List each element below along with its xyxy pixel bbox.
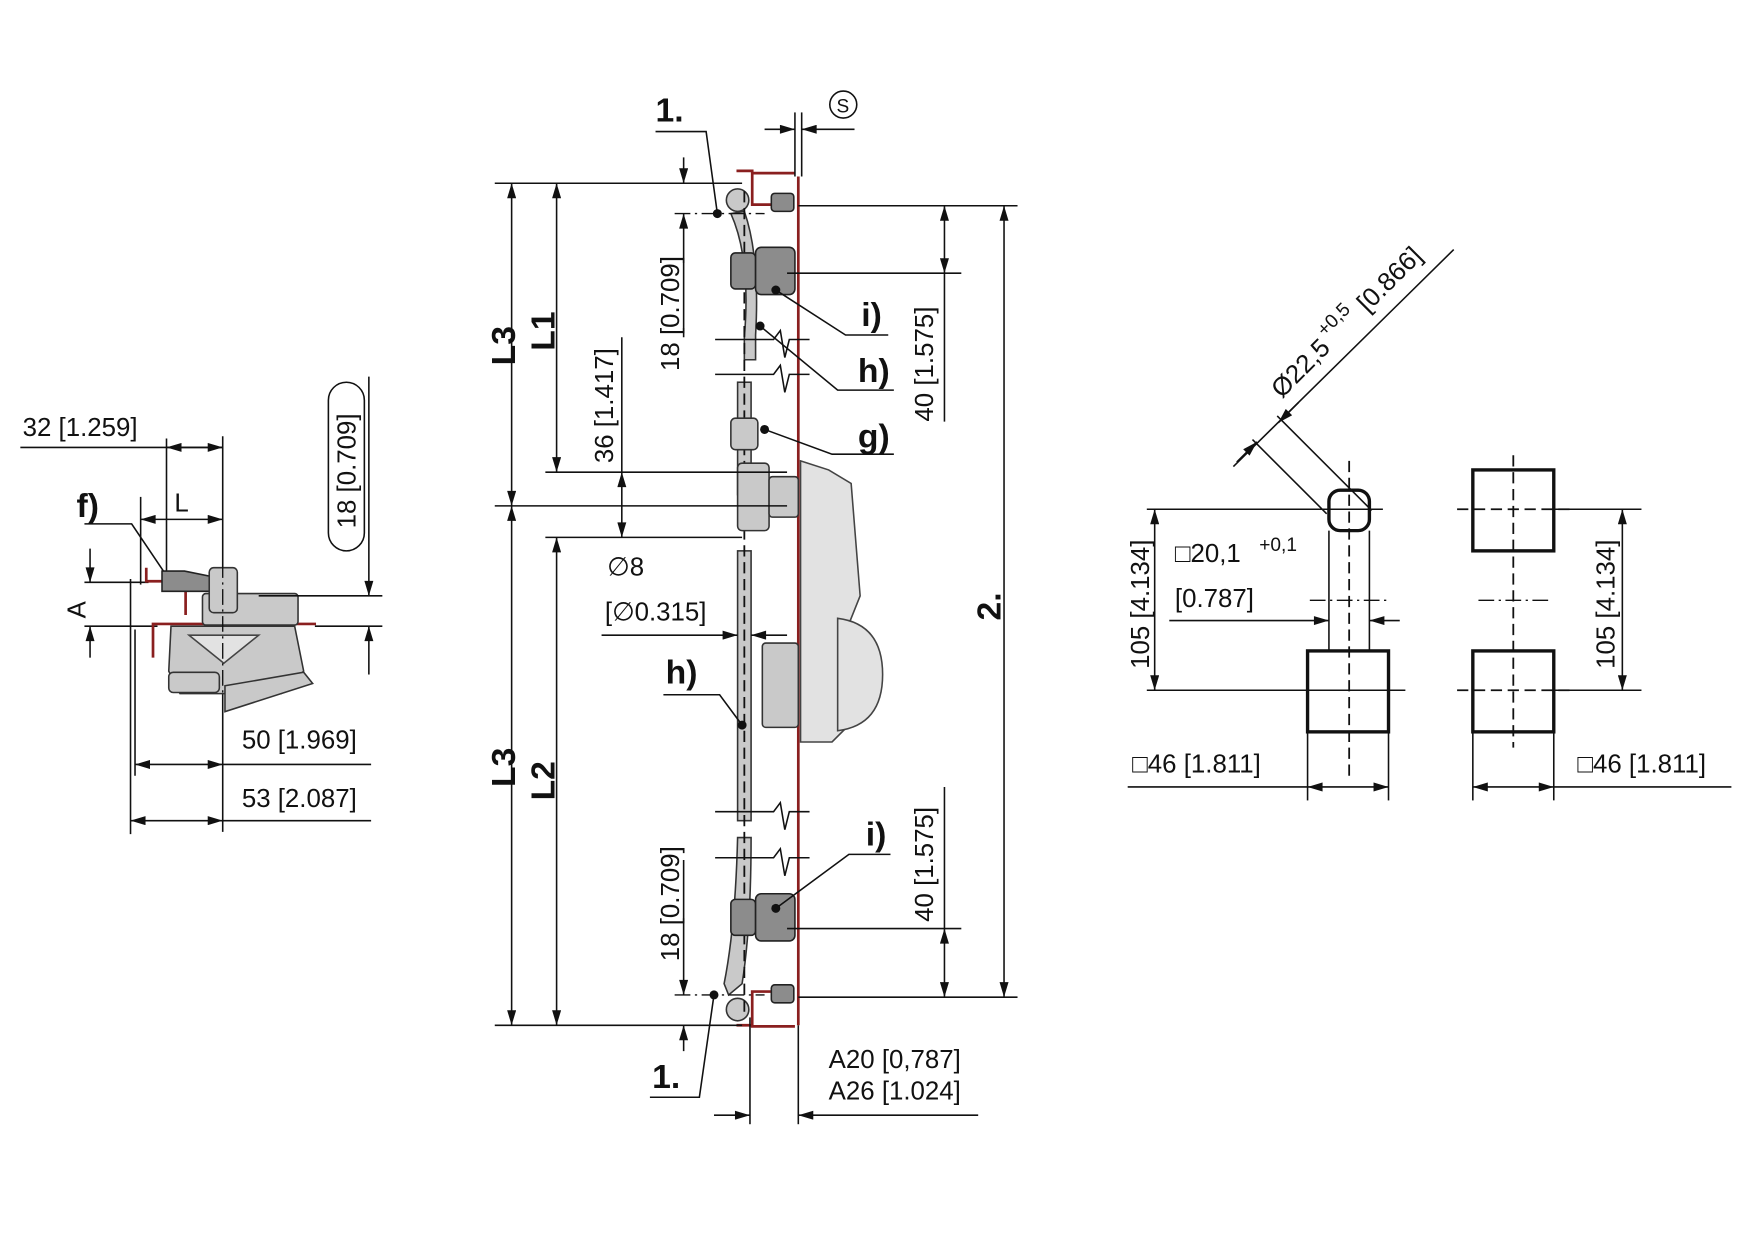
dim-dia8-label: ∅8 xyxy=(607,554,644,582)
front-view: L3 L1 L3 L2 36 [1.417] 18 [0.709] 1. S 4… xyxy=(485,90,1018,1125)
dim-18-top-label: 18 [0.709] xyxy=(657,256,685,371)
dim-sq46-right-label: □46 [1.811] xyxy=(1577,750,1706,778)
dim-A26-label: A26 [1.024] xyxy=(829,1077,961,1105)
label-i-top: i) xyxy=(861,296,882,334)
side-view: 32 [1.259] L f) A 18 [0.709] 50 [1.969] xyxy=(20,376,383,835)
dim-L-label: L xyxy=(174,490,188,518)
dim-A20-label: A20 [0,787] xyxy=(829,1046,961,1074)
cutout-view: Ø22,5 +0,5 [0.866] □20,1 +0,1 [0.787] 10… xyxy=(1127,242,1732,801)
label-f: f) xyxy=(77,487,99,525)
dim-dia22-label: Ø22,5 xyxy=(1266,334,1336,404)
dim-sq20-label: □20,1 xyxy=(1175,540,1241,568)
dim-dia8-inch-label: [∅0.315] xyxy=(605,599,707,627)
callout-1-top: 1. xyxy=(656,91,684,129)
dim-40-top-label: 40 [1.575] xyxy=(911,307,939,422)
dim-40-bottom-label: 40 [1.575] xyxy=(911,807,939,922)
dim-sq20-inch-label: [0.787] xyxy=(1175,585,1254,613)
dim-105-right-label: 105 [4.134] xyxy=(1592,540,1620,669)
dim-sq20-tolerance: +0,1 xyxy=(1259,535,1297,556)
dim-53-label: 53 [2.087] xyxy=(242,785,357,813)
callout-1-bottom: 1. xyxy=(652,1058,680,1096)
dim-A-label: A xyxy=(64,600,92,618)
dim-18-bottom-label: 18 [0.709] xyxy=(657,846,685,961)
dim-L3-bottom-label: L3 xyxy=(485,748,523,787)
dim-105-left-label: 105 [4.134] xyxy=(1127,540,1155,669)
cutout-square-bottom-left xyxy=(1305,649,1391,734)
label-h-bottom: h) xyxy=(666,654,698,692)
label-h-top: h) xyxy=(858,352,890,390)
dim-18-side-label: 18 [0.709] xyxy=(333,413,361,528)
dim-36-label: 36 [1.417] xyxy=(591,348,619,463)
dim-50-label: 50 [1.969] xyxy=(242,727,357,755)
label-i-bottom: i) xyxy=(866,815,887,853)
dim-2-label: 2. xyxy=(971,592,1009,620)
dim-32-label: 32 [1.259] xyxy=(23,414,138,442)
dim-L3-top-label: L3 xyxy=(485,326,523,365)
dim-L2-label: L2 xyxy=(524,761,562,800)
symbol-s: S xyxy=(837,96,850,117)
dim-dia22-tolerance: +0,5 xyxy=(1313,299,1355,341)
label-g: g) xyxy=(858,417,890,455)
dim-sq46-left-label: □46 [1.811] xyxy=(1132,750,1261,778)
dim-L1-label: L1 xyxy=(524,311,562,350)
dim-dia22-inch-label: [0.866] xyxy=(1352,242,1428,318)
